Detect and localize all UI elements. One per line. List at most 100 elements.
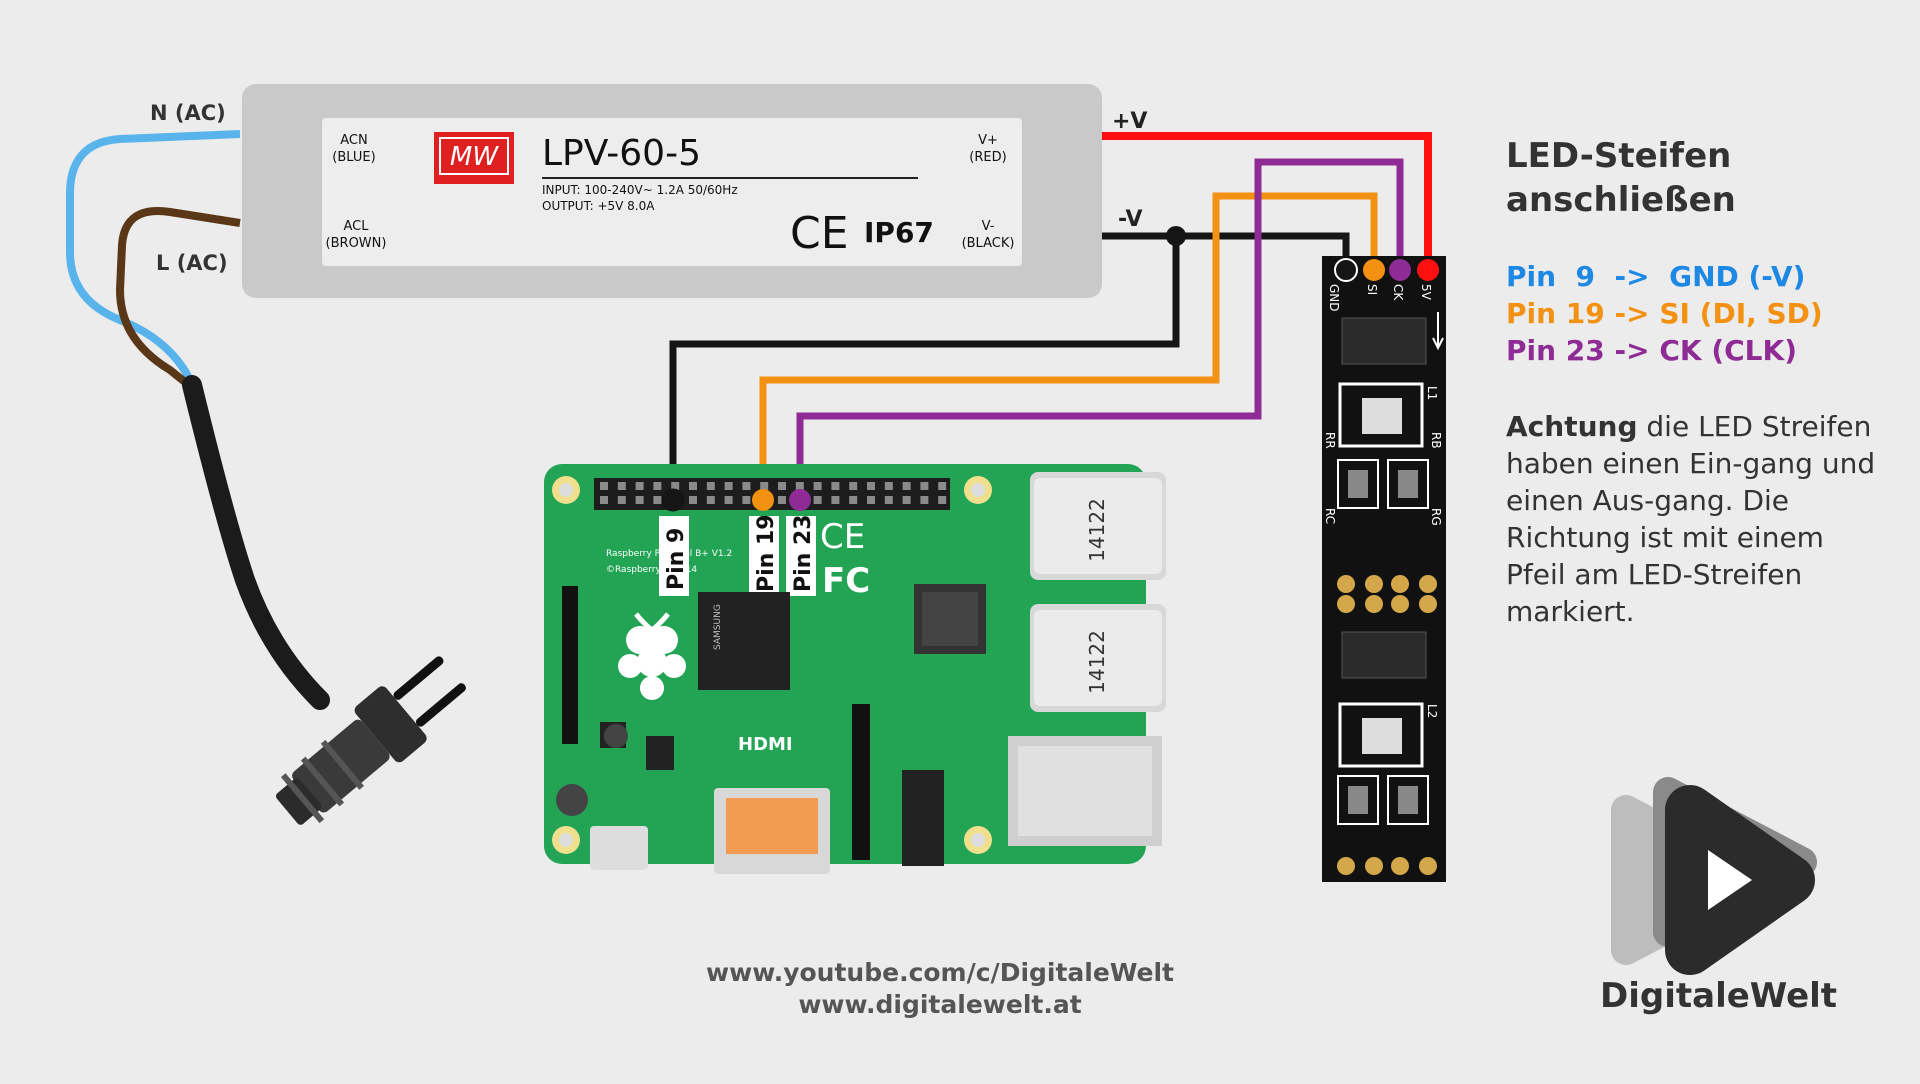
gpio-pin [813, 482, 822, 490]
gpio-pin [849, 482, 858, 490]
brand-name: DigitaleWelt [1600, 976, 1838, 1016]
gpio-pin [617, 482, 626, 490]
ce-mark: CE [790, 208, 849, 259]
svg-text:Pin 19: Pin 19 [754, 514, 779, 592]
youtube-link[interactable]: www.youtube.com/c/DigitaleWelt [706, 958, 1174, 987]
panel-title-line-1: LED-Steifen [1506, 136, 1732, 176]
ground-junction [1166, 226, 1186, 246]
play-icon [1611, 777, 1817, 975]
small-chip [646, 736, 674, 770]
psu-brand: MW [450, 142, 499, 172]
psu-model: LPV-60-5 [542, 133, 701, 174]
ip-rating: IP67 [864, 216, 934, 249]
acl-label: ACL [344, 219, 370, 234]
gpio-pin23-dot [789, 489, 811, 511]
board-fc-mark: FC [822, 561, 870, 601]
gpio-pin [849, 496, 858, 504]
usb-port-1-label: 14122 [1085, 498, 1109, 562]
board-copyright: ©Raspberry Pi 2014 [606, 565, 697, 575]
led-package-2 [1338, 702, 1424, 768]
resistor-pad [1387, 459, 1429, 509]
gpio-pin [760, 482, 769, 490]
gpio-pin [884, 482, 893, 490]
led-strip: GND SI CK 5V L1 RR RB RC RG L2 [1322, 256, 1446, 882]
minus-v-label: -V [1118, 207, 1143, 232]
resistor-pad [1337, 459, 1379, 509]
panel-title: LED-Steifen anschließen [1506, 134, 1736, 222]
acn-color: (BLUE) [332, 150, 375, 165]
usb-port-2-label: 14122 [1085, 630, 1109, 694]
gpio-pin [724, 482, 733, 490]
panel-title-line-2: anschließen [1506, 180, 1736, 220]
gpio-pin [795, 482, 804, 490]
strip-l1-label: L1 [1425, 386, 1439, 400]
positive-wire [1102, 132, 1432, 270]
end-pads [1337, 857, 1437, 875]
hdmi-label: HDMI [738, 734, 793, 755]
gpio-pin [706, 482, 715, 490]
plus-v-label: +V [1112, 109, 1147, 134]
gpio-pin [742, 482, 751, 490]
gpio-pin [813, 496, 822, 504]
l-ac-label: L (AC) [156, 251, 228, 275]
gpio-pin [867, 482, 875, 490]
psu-output-spec: OUTPUT: +5V 8.0A [542, 199, 655, 213]
capacitor [604, 724, 628, 748]
si-wire [759, 192, 1378, 500]
gpio-pin [867, 496, 875, 504]
strip-si-label: SI [1365, 284, 1379, 295]
arrow-down-icon [1432, 312, 1444, 351]
strip-rg-label: RG [1429, 508, 1443, 526]
gpio-pin [920, 482, 929, 490]
website-link[interactable]: www.digitalewelt.at [798, 990, 1082, 1019]
strip-gnd-label: GND [1327, 284, 1341, 312]
pin-gnd-mapping: Pin 9 -> GND (-V) [1506, 260, 1806, 293]
neutral-wire [66, 130, 241, 382]
board-ce-mark: CE [820, 517, 865, 557]
gpio-pin [902, 496, 911, 504]
gpio-pin [938, 496, 947, 504]
ck-wire [796, 158, 1404, 500]
ram-chip-text: SAMSUNG [713, 604, 723, 650]
gpio-pin [689, 482, 697, 490]
gpio-pin [635, 482, 644, 490]
ground-drop-wire [669, 236, 1180, 500]
gpio-pin [902, 482, 911, 490]
gpio-pin [831, 496, 840, 504]
camera-connector [852, 704, 870, 860]
strip-si-dot [1363, 259, 1385, 281]
raspberry-pi-board: Raspberry Pi Model B+ V1.2 ©Raspberry Pi… [544, 464, 1166, 874]
strip-rr-label: RR [1323, 432, 1337, 449]
strip-l2-label: L2 [1425, 704, 1439, 718]
strip-5v-dot [1417, 259, 1439, 281]
raspberry-icon [618, 612, 686, 700]
gpio-pin [884, 496, 893, 504]
gpio-pin [600, 496, 608, 504]
gpio-pin [920, 496, 929, 504]
gpio-pin [635, 496, 644, 504]
pin-si-mapping: Pin 19 -> SI (DI, SD) [1506, 297, 1823, 330]
cut-pads [1337, 575, 1437, 613]
psu-input-spec: INPUT: 100-240V~ 1.2A 50/60Hz [542, 183, 738, 197]
acl-color: (BROWN) [326, 236, 387, 251]
strip-ic-1 [1341, 317, 1427, 365]
gpio-pin [831, 482, 840, 490]
strip-gnd-dot [1334, 258, 1358, 282]
vminus-label: V- [982, 219, 995, 234]
power-supply: MW LPV-60-5 INPUT: 100-240V~ 1.2A 50/60H… [242, 84, 1102, 298]
strip-5v-label: 5V [1419, 284, 1433, 301]
strip-rb-label: RB [1429, 432, 1443, 449]
pin23-label: Pin 23 [786, 514, 816, 596]
display-connector [562, 586, 578, 744]
gpio-pin [617, 496, 626, 504]
gpio-pin19-dot [752, 489, 774, 511]
gpio-pin [653, 482, 662, 490]
resistor-pad [1337, 775, 1379, 825]
gpio-pin [778, 496, 786, 504]
micro-usb-port [590, 826, 648, 870]
strip-rc-label: RC [1323, 508, 1337, 524]
meanwell-logo: MW [434, 132, 514, 184]
gpio-pin [706, 496, 715, 504]
ram-chip [698, 592, 790, 690]
vplus-color: (RED) [969, 150, 1006, 165]
